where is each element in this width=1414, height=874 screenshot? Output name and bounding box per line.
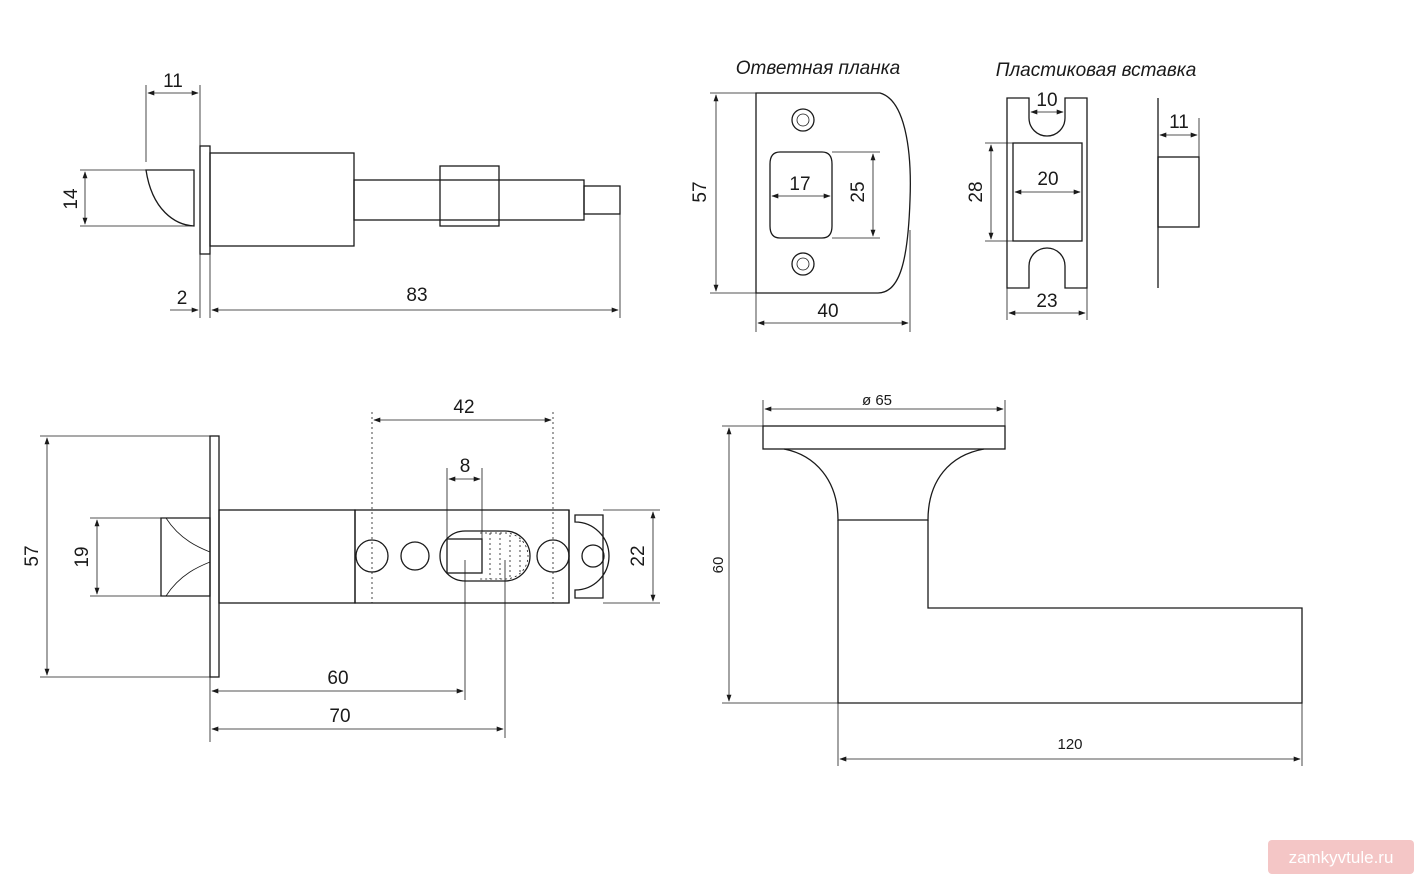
front-case xyxy=(218,509,356,604)
hole-4 xyxy=(581,544,605,568)
dim-60b: 60 xyxy=(710,557,727,574)
insert-outline xyxy=(1006,97,1088,289)
dim-25: 25 xyxy=(848,181,869,202)
plastic-insert-caption: Пластиковая вставка xyxy=(996,60,1197,81)
dim-42: 42 xyxy=(453,397,474,418)
dim-83: 83 xyxy=(406,285,427,306)
faceplate xyxy=(199,145,211,255)
dim-60: 60 xyxy=(327,668,348,689)
hole-2 xyxy=(400,541,430,571)
dim-11b: 11 xyxy=(1169,112,1189,133)
spindle-tail xyxy=(583,185,621,215)
dim-19: 19 xyxy=(72,546,93,567)
dim-8: 8 xyxy=(460,456,471,477)
screw-hole-bottom xyxy=(791,252,815,276)
latch-front-view: 42 8 57 19 22 60 70 xyxy=(22,397,660,742)
dim-40: 40 xyxy=(817,301,838,322)
dim-22: 22 xyxy=(628,545,649,566)
insert-window xyxy=(1012,142,1083,242)
dim-20: 20 xyxy=(1037,169,1058,190)
handle-lever xyxy=(837,520,1303,704)
handle-view: ø 65 60 120 xyxy=(710,392,1303,766)
plate-tail xyxy=(568,510,610,603)
latch-bolt xyxy=(160,517,211,597)
dim-2: 2 xyxy=(177,288,188,309)
dim-10: 10 xyxy=(1036,90,1057,111)
plastic-insert-view: Пластиковая вставка 10 20 28 23 11 xyxy=(966,60,1200,320)
strike-plate-caption: Ответная планка xyxy=(736,58,900,79)
strike-plate-outline xyxy=(755,92,911,294)
dim-57b: 57 xyxy=(22,545,43,566)
insert-side-profile xyxy=(1157,156,1200,228)
dim-120: 120 xyxy=(1057,736,1082,753)
square-spindle xyxy=(446,538,483,574)
strike-opening xyxy=(769,151,833,239)
handle-neck xyxy=(783,448,985,521)
watermark: zamkyvtule.ru xyxy=(1268,840,1414,874)
front-faceplate xyxy=(209,435,220,678)
dim-14: 14 xyxy=(61,188,82,210)
rosette xyxy=(762,425,1006,450)
latch-case xyxy=(209,152,355,247)
dim-70: 70 xyxy=(329,706,350,727)
dim-23: 23 xyxy=(1036,291,1057,312)
spindle-block xyxy=(439,165,500,227)
dim-d65: ø 65 xyxy=(862,392,892,409)
strike-plate-view: Ответная планка 57 17 25 40 xyxy=(690,58,911,332)
dim-28: 28 xyxy=(966,181,987,202)
latch-bolt-head xyxy=(145,169,195,227)
watermark-text: zamkyvtule.ru xyxy=(1289,848,1394,867)
spindle xyxy=(353,179,585,221)
latch-side-view: 11 14 2 83 xyxy=(61,71,621,318)
dim-11: 11 xyxy=(163,71,183,92)
screw-hole-top xyxy=(791,108,815,132)
dim-57: 57 xyxy=(690,181,711,202)
dim-17: 17 xyxy=(789,174,810,195)
